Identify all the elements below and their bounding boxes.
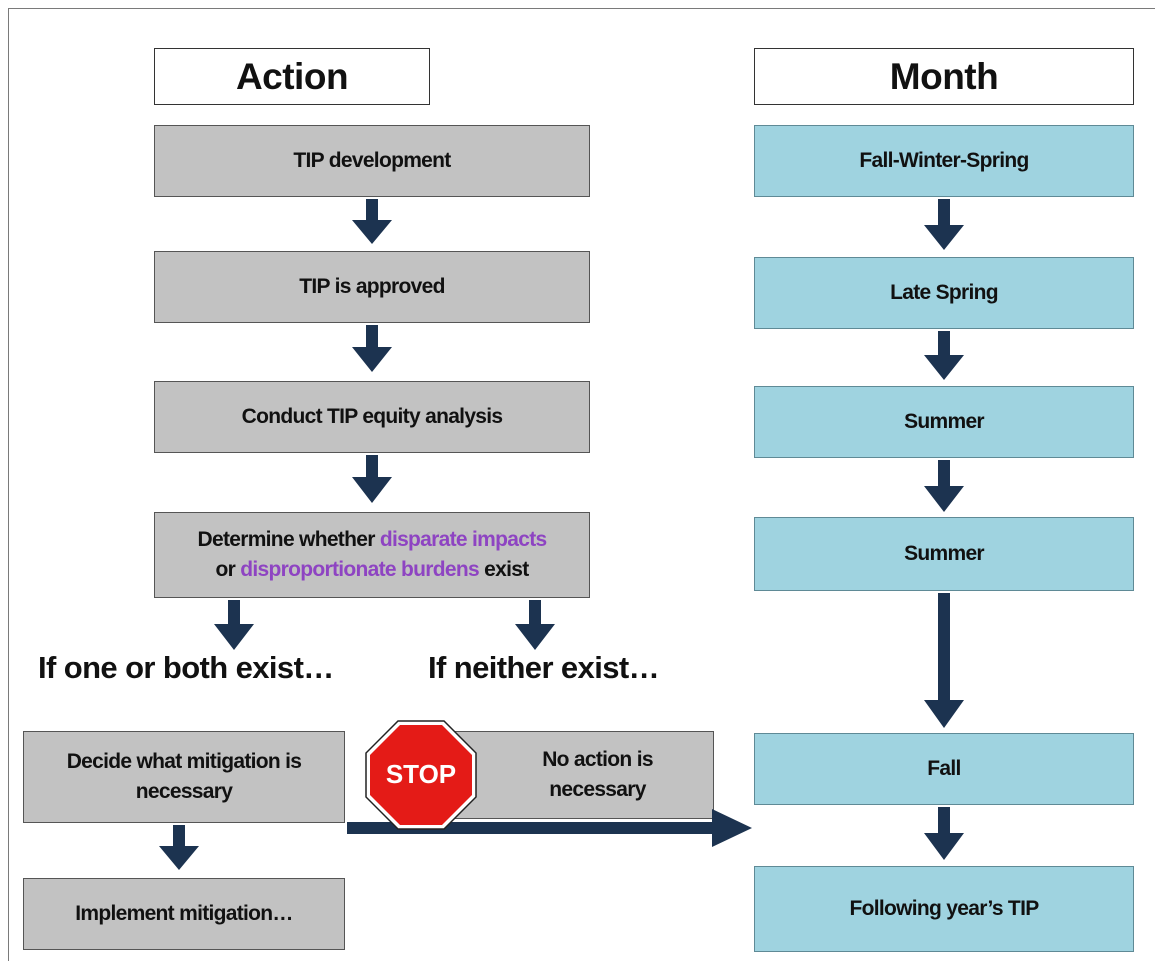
- step-decide-mitigation-label: Decide what mitigation is necessary: [66, 749, 302, 803]
- step-decide-mitigation: Decide what mitigation is necessary: [23, 731, 345, 823]
- step-determine-suffix: exist: [478, 558, 529, 581]
- step-determine-line-1: Determine whether disparate impacts: [197, 525, 548, 555]
- stop-sign-face: [370, 725, 472, 825]
- step-determine-text: Determine whether disparate impacts or d…: [197, 525, 548, 586]
- arrow-implement-to-following-year: [347, 809, 752, 847]
- step-tip-development: TIP development: [154, 125, 590, 197]
- month-summer-2: Summer: [754, 517, 1134, 591]
- arrow-development-to-approved: [352, 199, 392, 244]
- step-determine: Determine whether disparate impacts or d…: [154, 512, 590, 598]
- disproportionate-burdens-term: disproportionate burdens: [240, 558, 479, 581]
- action-header: Action: [154, 48, 430, 105]
- diagram-frame: [8, 8, 1155, 961]
- month-following-year-label: Following year’s TIP: [849, 897, 1039, 920]
- step-determine-prefix-1: Determine whether: [197, 527, 380, 551]
- month-fall-winter-spring-label: Fall-Winter-Spring: [859, 149, 1029, 172]
- arrow-determine-to-neither: [515, 600, 555, 650]
- stop-sign: STOP: [365, 720, 477, 830]
- month-header-label: Month: [889, 55, 999, 97]
- arrow-decide-to-implement: [159, 825, 199, 870]
- arrow-analysis-to-determine: [352, 455, 392, 503]
- step-implement-mitigation-label: Implement mitigation…: [75, 901, 293, 925]
- arrow-fall-to-following-year: [924, 807, 964, 860]
- condition-one-or-both: If one or both exist…: [38, 650, 334, 685]
- step-determine-line-2: or disproportionate burdens exist: [198, 555, 547, 585]
- arrow-late-spring-to-summer: [924, 331, 964, 380]
- step-determine-prefix-2: or: [215, 558, 241, 581]
- frame-gap: [460, 0, 580, 8]
- month-following-year: Following year’s TIP: [754, 866, 1134, 952]
- month-fall-label: Fall: [927, 757, 961, 780]
- stop-sign-label: STOP: [386, 759, 456, 789]
- disparate-impacts-term: disparate impacts: [379, 527, 547, 551]
- step-no-action-label: No action is necessary: [542, 747, 653, 801]
- action-arrows: [159, 199, 752, 870]
- arrow-determine-to-one-or-both: [214, 600, 254, 650]
- month-header: Month: [754, 48, 1134, 105]
- step-tip-approved-label: TIP is approved: [299, 274, 445, 298]
- step-conduct-analysis: Conduct TIP equity analysis: [154, 381, 590, 453]
- step-conduct-analysis-label: Conduct TIP equity analysis: [241, 404, 503, 428]
- month-arrows: [924, 199, 964, 860]
- month-summer-1: Summer: [754, 386, 1134, 458]
- month-fall: Fall: [754, 733, 1134, 805]
- month-fall-winter-spring: Fall-Winter-Spring: [754, 125, 1134, 197]
- arrow-fws-to-late-spring: [924, 199, 964, 250]
- step-implement-mitigation: Implement mitigation…: [23, 878, 345, 950]
- month-summer-2-label: Summer: [904, 542, 985, 565]
- arrow-summer-to-fall: [924, 593, 964, 728]
- month-late-spring: Late Spring: [754, 257, 1134, 329]
- step-tip-development-label: TIP development: [293, 148, 451, 172]
- arrow-approved-to-analysis: [352, 325, 392, 372]
- month-late-spring-label: Late Spring: [890, 281, 999, 304]
- action-header-label: Action: [235, 55, 349, 97]
- month-summer-1-label: Summer: [904, 410, 985, 433]
- condition-neither: If neither exist…: [428, 650, 660, 685]
- step-no-action: No action is necessary: [431, 731, 714, 819]
- arrow-summer-to-summer: [924, 460, 964, 512]
- step-tip-approved: TIP is approved: [154, 251, 590, 323]
